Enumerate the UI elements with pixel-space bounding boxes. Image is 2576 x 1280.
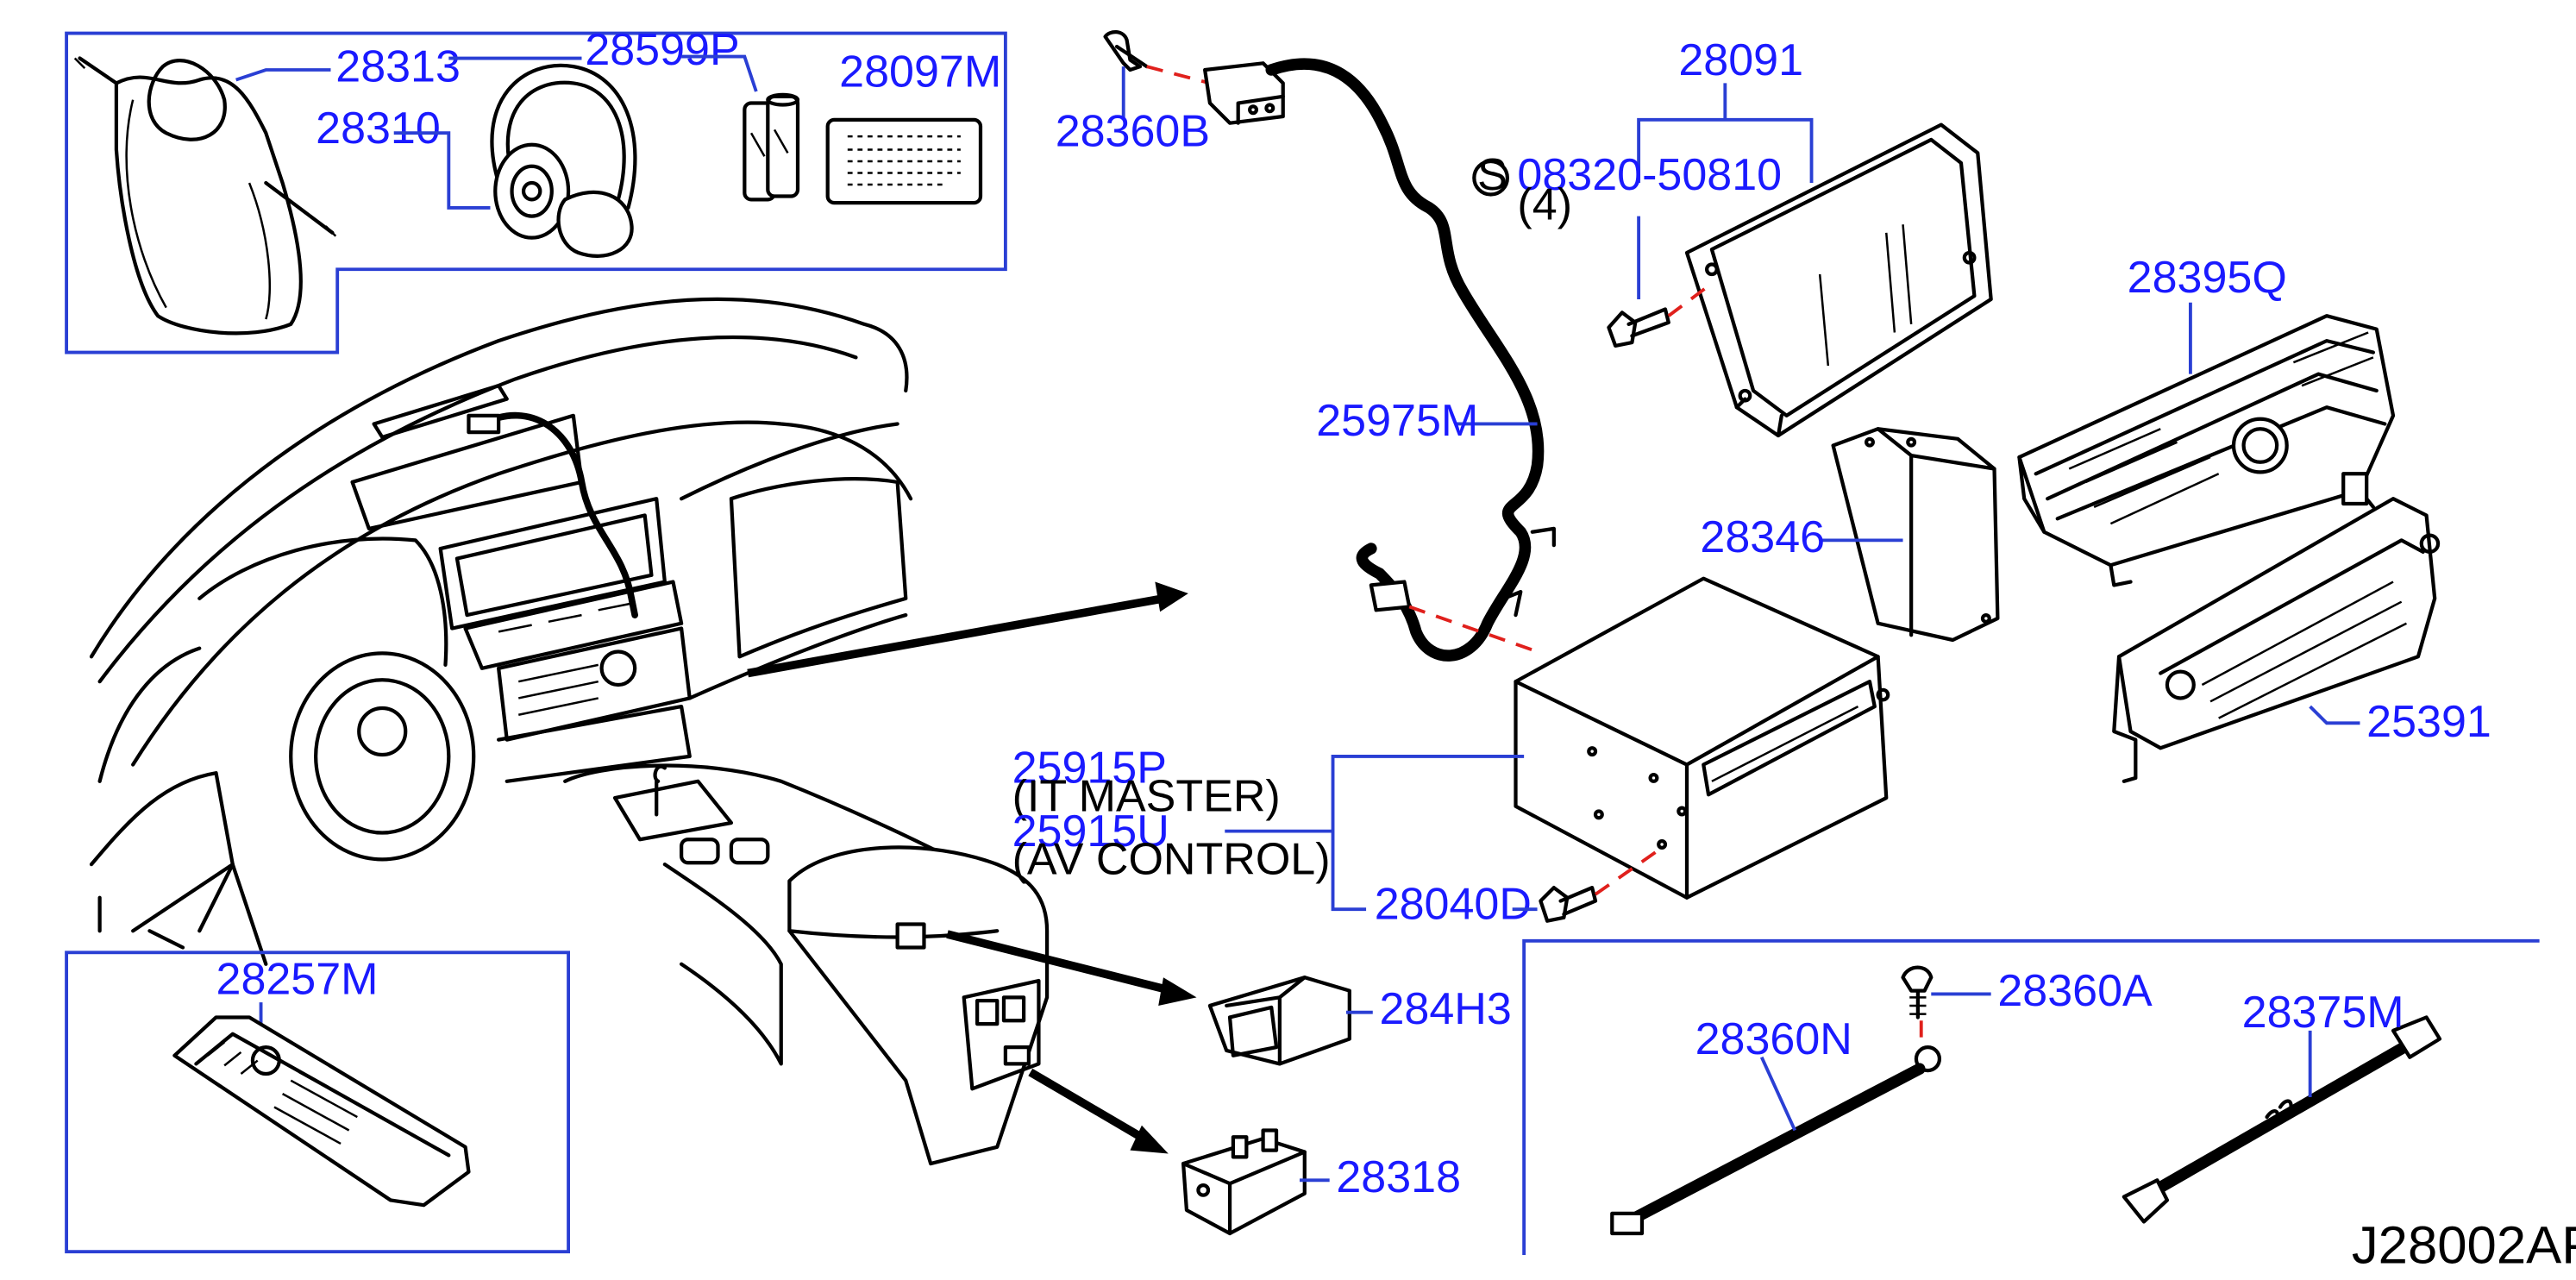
label-25915P-note: (IT MASTER)	[1012, 771, 1281, 821]
remote-control-illustration	[172, 1015, 471, 1208]
label-25915P: 25915P	[1012, 744, 1167, 794]
label-284H3: 284H3	[1379, 984, 1511, 1034]
control-panel-28395Q-group: 28395Q	[2017, 253, 2396, 587]
label-28395Q: 28395Q	[2128, 253, 2287, 303]
label-28346: 28346	[1700, 512, 1825, 562]
module-28346-group: 28346	[1700, 427, 2000, 643]
instruction-card-illustration	[825, 117, 983, 205]
label-28360B: 28360B	[1056, 107, 1210, 157]
label-28375M: 28375M	[2242, 988, 2404, 1038]
headphone-bag-illustration	[73, 56, 337, 336]
batteries-illustration	[743, 92, 800, 202]
remote-box: 28257M	[65, 951, 570, 1254]
headphones-illustration	[490, 63, 637, 258]
switch-284H3-group: 284H3	[1207, 976, 1512, 1066]
label-28040D: 28040D	[1375, 880, 1532, 930]
diagram-code: J28002AP	[2352, 1216, 2576, 1276]
label-28360A: 28360A	[1997, 966, 2153, 1016]
label-28310: 28310	[316, 104, 441, 154]
finisher-25391-group: 25391	[2112, 497, 2491, 783]
label-28313: 28313	[335, 41, 461, 91]
label-25391: 25391	[2366, 697, 2491, 747]
cable-box: 28360A 28360N 28375M	[1522, 938, 2540, 1256]
label-28360N: 28360N	[1695, 1014, 1852, 1064]
label-25975M: 25975M	[1316, 396, 1478, 446]
pointer-arrows	[747, 581, 1197, 1154]
screw-s-marker	[1472, 159, 1509, 197]
jack-28318-group: 28318	[1181, 1128, 1461, 1236]
accessory-box: 28313 28310 28599P 28097M	[65, 25, 1007, 355]
dashboard-illustration	[89, 297, 1050, 1166]
label-28097M: 28097M	[839, 47, 1001, 97]
label-28599P: 28599P	[585, 25, 739, 75]
display-28091-group: 28091 S 08320-50810 (4)	[1472, 35, 1993, 438]
av-unit-group: 25915P (IT MASTER) 25915U (AV CONTROL) 2…	[1012, 576, 1890, 930]
label-25915U: 25915U	[1012, 806, 1169, 856]
screw-s-mark: S	[1477, 150, 1507, 200]
label-28318: 28318	[1336, 1152, 1461, 1202]
label-08320-50810: 08320-50810	[1517, 150, 1782, 200]
label-25915U-note: (AV CONTROL)	[1012, 835, 1331, 885]
label-28257M: 28257M	[216, 954, 379, 1004]
label-screw-qty: (4)	[1517, 179, 1572, 229]
harness-25975M-group: 28360B 25975M	[1056, 30, 1556, 662]
label-28091: 28091	[1678, 35, 1803, 85]
